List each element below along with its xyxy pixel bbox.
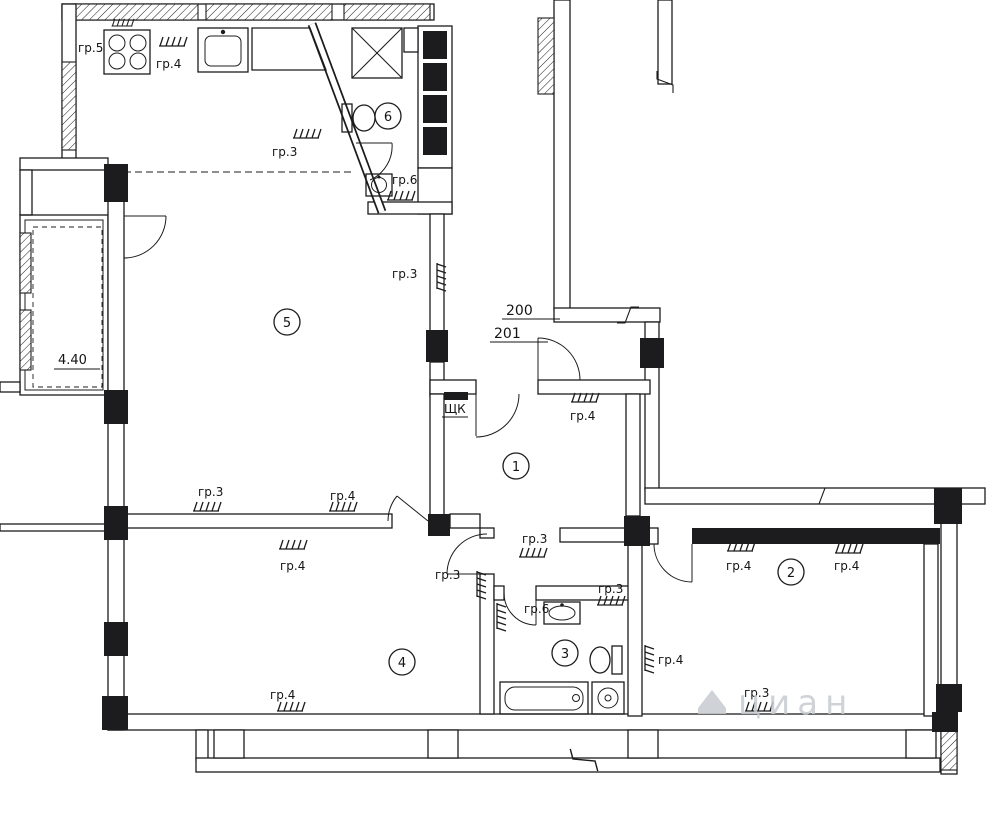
room-number: 1 (512, 460, 520, 475)
room-number: 4 (398, 656, 406, 671)
group-label: гр.4 (570, 409, 595, 423)
balcony-door (123, 215, 167, 259)
doors (123, 142, 693, 626)
entry-door-201 (537, 337, 581, 381)
stove-symbol (103, 29, 151, 75)
group-label: гр.3 (522, 532, 547, 546)
watermark: циан (698, 683, 854, 723)
group-label: гр.3 (198, 485, 223, 499)
fixtures (103, 27, 625, 715)
watermark-text: циан (738, 683, 854, 723)
electrical-panel-box (444, 392, 468, 400)
apartment-number-201: 201 (494, 326, 521, 342)
group-label: гр.3 (272, 145, 297, 159)
bathroom6-door (356, 142, 393, 181)
diagonal-wall (307, 22, 387, 214)
worktop-symbol (251, 27, 327, 71)
balcony-dimension: 4.40 (54, 353, 100, 370)
group-label: гр.3 (598, 582, 623, 596)
room-number: 5 (283, 316, 291, 331)
group-label: гр.4 (270, 688, 295, 702)
electrical-panel-label: ЩК (442, 402, 468, 418)
bathtub-symbol (499, 681, 589, 715)
room-badge-4: 4 (388, 648, 416, 676)
washing-machine-symbol (591, 681, 625, 715)
group-label: гр.5 (78, 41, 103, 55)
room-badges: 1 2 3 4 5 6 (273, 102, 805, 676)
room-number: 3 (561, 647, 569, 662)
dimension-value: 4.40 (58, 353, 87, 368)
group-label: гр.4 (330, 489, 355, 503)
room-badge-2: 2 (777, 558, 805, 586)
group-label: гр.4 (726, 559, 751, 573)
apartment-numbers: 200 201 (490, 303, 560, 343)
room-number: 6 (384, 110, 392, 125)
room-badge-5: 5 (273, 308, 301, 336)
room-badge-3: 3 (551, 639, 579, 667)
columns (102, 31, 962, 732)
group-label: гр.4 (834, 559, 859, 573)
toilet-symbol (589, 645, 623, 675)
apartment-number-200: 200 (506, 303, 533, 319)
walls-exterior (0, 0, 986, 775)
group-label: гр.3 (744, 686, 769, 700)
group-label: гр.3 (392, 267, 417, 281)
break-marks (569, 70, 834, 778)
group-label: гр.6 (392, 173, 417, 187)
bathroom3-door (503, 592, 537, 626)
entry-door-200 (475, 393, 520, 438)
watermark-logo-icon (698, 690, 726, 714)
room4-door (446, 533, 488, 575)
washbasin-symbol (543, 601, 581, 625)
group-label: гр.4 (658, 653, 683, 667)
group-label: гр.4 (280, 559, 305, 573)
shower-tray-symbol (351, 27, 403, 79)
room-badge-6: 6 (374, 102, 402, 130)
room-badge-1: 1 (502, 452, 530, 480)
group-label: гр.4 (156, 57, 181, 71)
room5-room4-door (387, 495, 429, 522)
balcony (19, 214, 109, 396)
group-label: гр.3 (435, 568, 460, 582)
group-labels: гр.5 гр.4 гр.3 гр.6 гр.3 гр.4 гр.3 гр.4 … (78, 41, 859, 702)
room2-door (653, 543, 693, 583)
panel-label: ЩК (444, 402, 466, 416)
room-number: 2 (787, 566, 795, 581)
group-label: гр.6 (524, 602, 549, 616)
kitchen-sink-symbol (197, 27, 249, 73)
